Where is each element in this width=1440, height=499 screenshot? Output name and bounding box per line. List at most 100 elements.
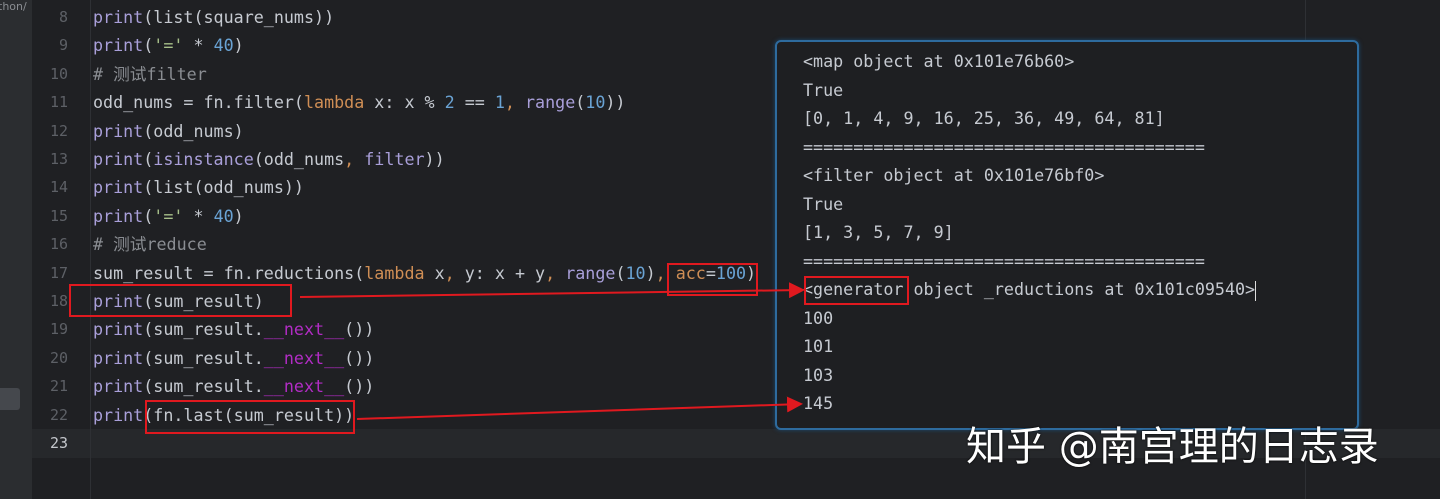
code-line[interactable]: print('=' * 40) <box>93 202 244 230</box>
code-token: ( <box>143 205 154 226</box>
code-line[interactable]: sum_result = fn.reductions(lambda x, y: … <box>93 259 756 287</box>
code-token: (list(square_nums)) <box>143 7 335 27</box>
code-token: * <box>183 35 214 56</box>
code-token: # 测试reduce <box>93 234 207 255</box>
code-token: filter <box>364 149 425 169</box>
code-line[interactable]: # 测试reduce <box>93 230 207 258</box>
code-line[interactable]: print(fn.last(sum_result)) <box>93 401 354 429</box>
code-token: __next__ <box>263 319 345 340</box>
line-number: 15 <box>49 206 68 225</box>
highlight-box-acc-param <box>667 263 758 296</box>
code-line[interactable]: print(sum_result.__next__()) <box>93 372 374 400</box>
output-line: ======================================== <box>803 133 1205 161</box>
gutter-divider <box>90 0 91 499</box>
output-panel <box>775 40 1359 430</box>
code-token: 10 <box>585 92 606 113</box>
code-token: x: x % <box>364 92 445 113</box>
line-number: 19 <box>49 320 68 339</box>
sidebar-selected-item[interactable] <box>0 388 20 410</box>
code-token: ( <box>575 92 586 113</box>
output-text: [1, 3, 5, 7, 9] <box>803 222 954 242</box>
code-token: x <box>424 262 445 283</box>
code-token: '=' <box>153 205 184 226</box>
code-token: )) <box>605 92 626 113</box>
code-token: print <box>93 35 144 56</box>
code-token: print <box>93 291 144 311</box>
highlight-box-fn-last <box>145 400 355 434</box>
code-token: (odd_nums <box>253 149 345 169</box>
line-number: 17 <box>49 263 68 282</box>
line-number: 20 <box>49 348 68 367</box>
code-line[interactable]: print(isinstance(odd_nums, filter)) <box>93 145 445 173</box>
code-token: print <box>93 347 144 368</box>
code-line[interactable]: odd_nums = fn.filter(lambda x: x % 2 == … <box>93 88 625 116</box>
output-line: 103 <box>803 361 833 389</box>
arrow-to-generator-output <box>299 282 805 299</box>
watermark: 知乎 @南宫理的日志录 <box>966 424 1379 470</box>
code-token: 40 <box>213 35 234 56</box>
code-token: '=' <box>153 35 184 56</box>
code-token: , <box>655 262 676 283</box>
code-token: print <box>93 177 144 198</box>
code-token: (list(odd_nums)) <box>143 177 304 198</box>
code-line[interactable]: print(list(square_nums)) <box>93 3 334 31</box>
code-line[interactable]: print(odd_nums) <box>93 117 244 145</box>
code-line[interactable]: # 测试filter <box>93 60 207 88</box>
line-number: 10 <box>49 64 68 83</box>
code-token: print <box>93 149 144 169</box>
code-token: isinstance <box>153 149 254 169</box>
code-token: print <box>93 7 144 27</box>
code-token: )) <box>424 149 445 169</box>
output-line: <filter object at 0x101e76bf0> <box>803 161 1104 189</box>
output-text: 103 <box>803 364 834 385</box>
line-number: 12 <box>49 121 68 140</box>
output-text: <filter object at 0x101e76bf0> <box>803 165 1105 185</box>
code-token: # 测试filter <box>93 63 207 84</box>
code-token: ( <box>143 35 154 56</box>
code-line[interactable]: print('=' * 40) <box>93 31 244 59</box>
code-token: lambda <box>303 92 365 113</box>
highlight-box-generator <box>804 276 909 305</box>
line-number: 22 <box>49 405 68 424</box>
output-text: True <box>803 193 844 214</box>
code-token: 40 <box>213 205 234 226</box>
code-token: , <box>444 262 465 283</box>
output-line: 145 <box>803 389 833 417</box>
code-line[interactable]: print(list(odd_nums)) <box>93 173 304 201</box>
code-token: = <box>705 262 716 283</box>
output-text: 145 <box>803 393 834 413</box>
code-token: ()) <box>344 347 375 368</box>
code-token: 10 <box>625 262 646 283</box>
code-token: ) <box>746 262 757 283</box>
code-line[interactable]: print(sum_result.__next__()) <box>93 315 374 343</box>
code-line[interactable]: print(sum_result) <box>93 287 264 315</box>
code-token: ( <box>143 149 154 169</box>
output-line: True <box>803 76 843 104</box>
output-text: <map object at 0x101e76b60> <box>803 51 1075 71</box>
code-token: * <box>183 205 214 226</box>
code-token: (sum_result. <box>143 319 264 340</box>
code-token: range <box>565 262 616 283</box>
output-line: 100 <box>803 304 833 332</box>
code-token: 100 <box>715 262 747 283</box>
output-text: 100 <box>803 307 834 328</box>
line-number: 16 <box>49 235 68 254</box>
code-line[interactable]: print(sum_result.__next__()) <box>93 344 374 372</box>
line-number: 8 <box>58 8 68 26</box>
project-sidebar: thon/ <box>0 0 32 499</box>
code-token: print <box>93 376 144 397</box>
line-number: 21 <box>49 377 68 396</box>
line-number: 14 <box>49 178 68 197</box>
code-token: print <box>93 120 144 141</box>
output-text: ======================================== <box>803 136 1205 157</box>
output-line: <generator object _reductions at 0x101c0… <box>803 275 1257 303</box>
line-number: 13 <box>49 150 68 168</box>
text-cursor <box>1255 280 1257 301</box>
code-token: ) <box>233 35 244 56</box>
code-token: print <box>93 319 144 340</box>
code-token: lambda <box>364 262 425 283</box>
code-token: , <box>504 92 526 113</box>
output-line: 101 <box>803 332 833 360</box>
output-line: ======================================== <box>803 247 1205 275</box>
code-token: __next__ <box>263 376 345 397</box>
